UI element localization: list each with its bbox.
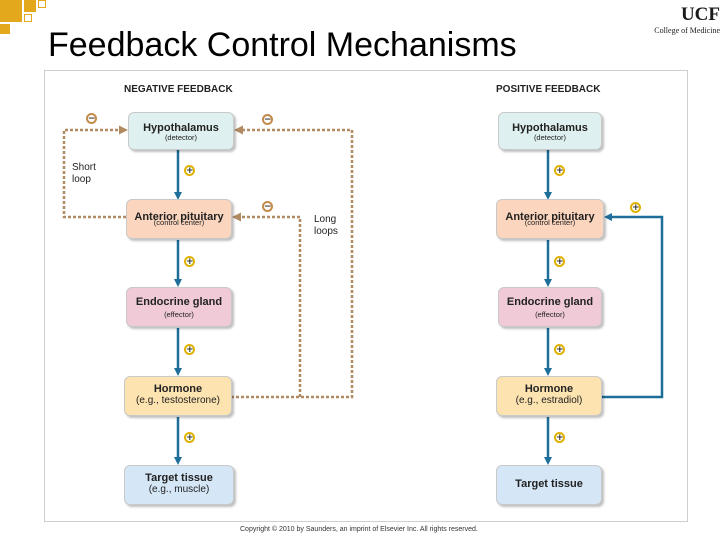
neg-hypothalamus-role: (detector): [164, 133, 198, 142]
long-loops-label: Long loops: [314, 214, 338, 237]
short-loop-label: Short loop: [72, 162, 96, 185]
negative-header: NEGATIVE FEEDBACK: [124, 84, 233, 95]
neg-pituitary-label: Anterior pituitary: [134, 211, 224, 223]
logo-sub: College of Medicine: [654, 26, 720, 35]
neg-hormone-example: (e.g., testosterone): [136, 395, 220, 406]
pos-hypothalamus-role: (detector): [533, 133, 567, 142]
positive-header: POSITIVE FEEDBACK: [496, 84, 601, 95]
neg-hypothalamus-box: Hypothalamus (detector): [128, 112, 234, 150]
pos-plus-sign-2: +: [554, 256, 565, 267]
pos-hypothalamus-label: Hypothalamus: [512, 122, 588, 134]
neg-target-box: Target tissue (e.g., muscle): [124, 465, 234, 505]
neg-pituitary-role: (control center): [153, 218, 205, 227]
ucf-logo: UCF College of Medicine: [654, 4, 720, 35]
positive-loop: [602, 213, 664, 399]
neg-plus-sign-2: +: [184, 256, 195, 267]
pos-plus-sign-4: +: [554, 432, 565, 443]
neg-gland-role: (effector): [164, 310, 194, 319]
neg-target-label: Target tissue: [145, 472, 213, 484]
pos-hormone-example: (e.g., estradiol): [515, 395, 583, 406]
slide-title: Feedback Control Mechanisms: [48, 26, 517, 64]
long-loop-minus-sign-1: −: [262, 114, 273, 125]
pos-gland-box: Endocrine gland (effector): [498, 287, 602, 327]
pos-hormone-label: Hormone: [524, 383, 574, 395]
short-loop: [62, 125, 128, 219]
pos-plus-sign-1: +: [554, 165, 565, 176]
neg-hormone-label: Hormone: [153, 383, 203, 395]
neg-gland-box: Endocrine gland (effector): [126, 287, 232, 327]
pos-pituitary-box: Anterior pituitary (control center): [496, 199, 604, 239]
neg-hypothalamus-label: Hypothalamus: [143, 122, 219, 134]
copyright-text: Copyright © 2010 by Saunders, an imprint…: [240, 526, 478, 533]
pos-plus-sign-3: +: [554, 344, 565, 355]
logo-main: UCF: [680, 4, 720, 25]
pos-target-label: Target tissue: [515, 478, 583, 490]
pos-target-box: Target tissue: [496, 465, 602, 505]
neg-plus-sign-4: +: [184, 432, 195, 443]
pos-pituitary-role: (control center): [524, 218, 576, 227]
long-loop-inner: [232, 212, 302, 397]
pos-pituitary-label: Anterior pituitary: [505, 211, 595, 223]
long-loop-minus-sign-2: −: [262, 201, 273, 212]
pos-gland-role: (effector): [535, 310, 565, 319]
neg-pituitary-box: Anterior pituitary (control center): [126, 199, 232, 239]
neg-plus-sign-1: +: [184, 165, 195, 176]
short-loop-minus-sign: −: [86, 113, 97, 124]
neg-gland-label: Endocrine gland: [135, 296, 223, 308]
long-loop-outer: [231, 125, 354, 399]
neg-target-example: (e.g., muscle): [148, 484, 210, 495]
neg-hormone-box: Hormone (e.g., testosterone): [124, 376, 232, 416]
neg-plus-sign-3: +: [184, 344, 195, 355]
pos-gland-label: Endocrine gland: [506, 296, 594, 308]
pos-loop-plus-sign: +: [630, 202, 641, 213]
pos-hypothalamus-box: Hypothalamus (detector): [498, 112, 602, 150]
pos-hormone-box: Hormone (e.g., estradiol): [496, 376, 602, 416]
